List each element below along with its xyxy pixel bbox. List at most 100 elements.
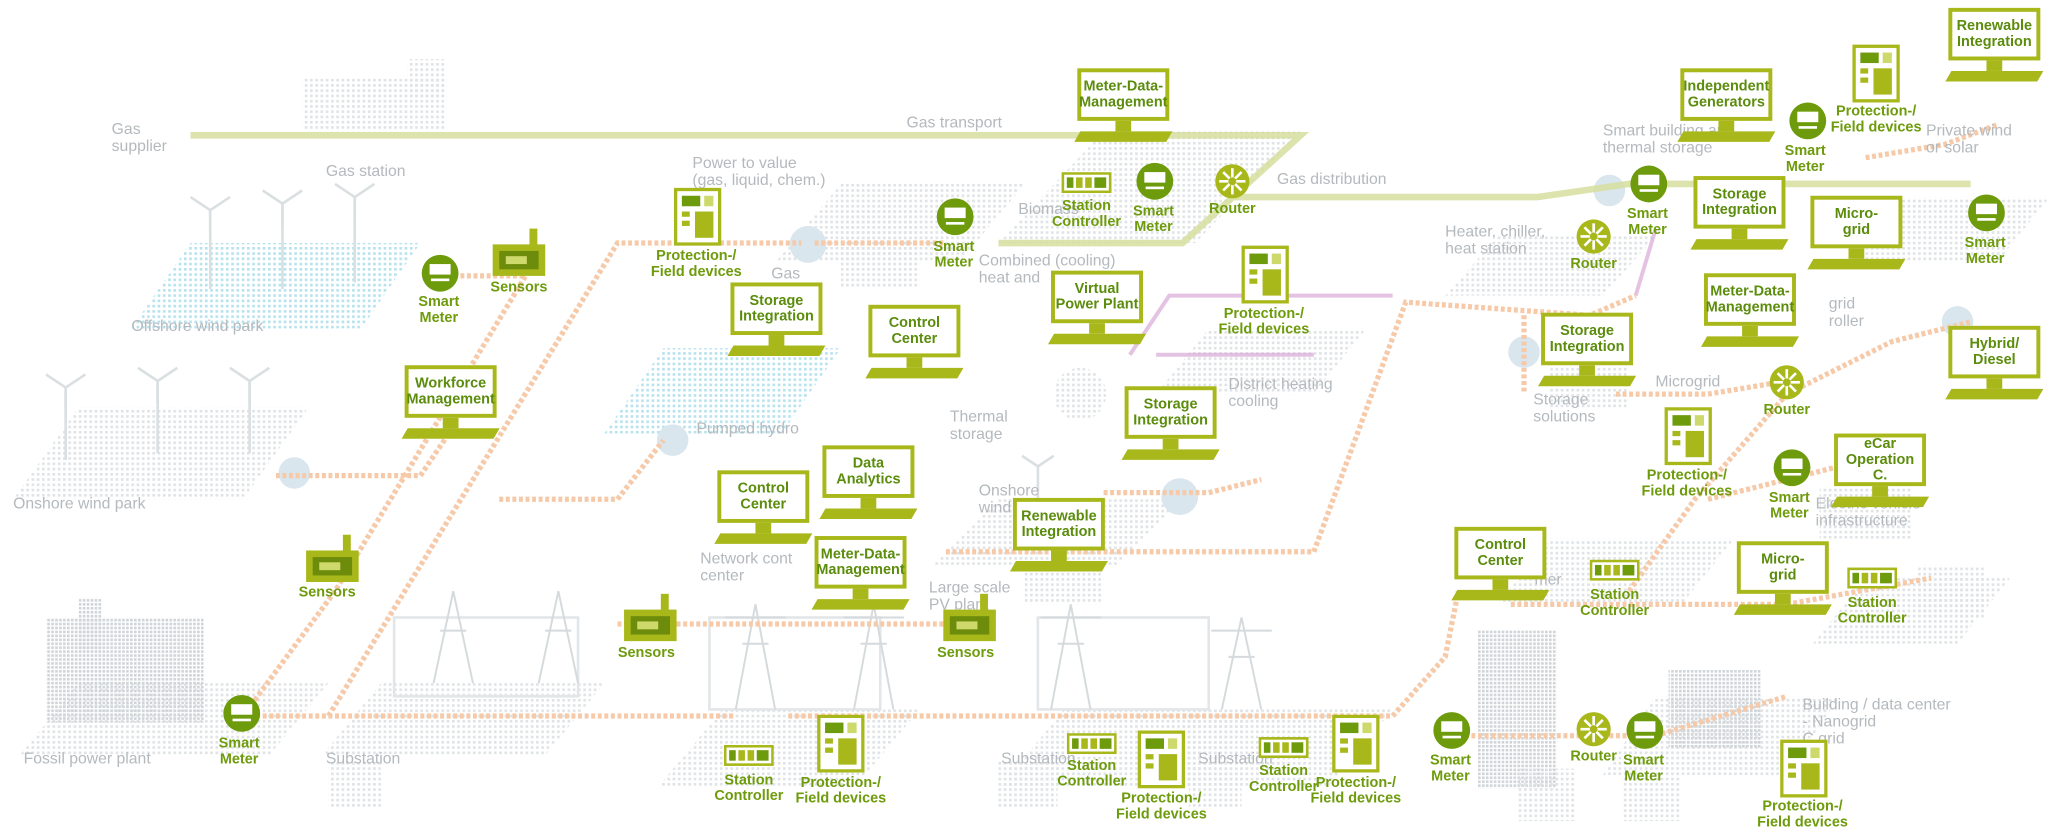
monitor-renewable-integration-1[interactable]: Renewable Integration	[1009, 497, 1108, 585]
large-scale-pv-label: Large scale PV plant	[928, 578, 1011, 614]
monitor-storage-integration-3[interactable]: Storage Integration	[1538, 312, 1637, 400]
station-controller-icon[interactable]	[1258, 737, 1309, 759]
protection-field-devices-label: Protection-/ Field devices	[1310, 775, 1402, 807]
protection-device-icon[interactable]	[817, 714, 865, 773]
station-controller-label: Station Controller	[1051, 198, 1122, 230]
sensor-icon[interactable]	[490, 223, 548, 278]
smart-meter-label: Smart Meter	[933, 239, 975, 271]
station-controller-icon[interactable]	[723, 744, 774, 766]
monitor-screen: Micro- grid	[1810, 195, 1903, 249]
sensor-icon[interactable]	[941, 589, 999, 644]
pumped-hydro-label: Pumped hydro	[696, 419, 799, 438]
sensors-label: Sensors	[617, 645, 675, 661]
station-controller-icon[interactable]	[1847, 567, 1898, 589]
sensor-icon[interactable]	[303, 529, 361, 584]
microgrid-label: Microgrid	[1655, 371, 1721, 391]
storage-solutions-label: Storage solutions	[1533, 390, 1596, 426]
building-blocks	[45, 59, 1984, 822]
monitor-renewable-integration-2[interactable]: Renewable Integration	[1945, 7, 2044, 95]
thermal-storage-label: Thermal storage	[949, 407, 1008, 443]
offshore-wind-park-label: Offshore wind park	[131, 316, 264, 336]
sensor-icon[interactable]	[621, 589, 679, 644]
monitor-workforce-management[interactable]: Workforce Management	[401, 365, 500, 452]
protection-device-icon[interactable]	[1137, 730, 1186, 789]
monitor-screen: Control Center	[1454, 526, 1547, 580]
gas-transport-label: Gas transport	[906, 112, 1003, 132]
monitor-storage-integration-1[interactable]: Storage Integration	[727, 282, 826, 369]
smart-meter-label: Smart Meter	[1623, 752, 1665, 785]
monitor-screen: Control Center	[717, 470, 810, 523]
monitor-control-center-3[interactable]: Control Center	[1451, 526, 1550, 614]
smart-meter-icon[interactable]	[1967, 193, 2006, 232]
router-icon[interactable]	[1214, 163, 1251, 200]
router-icon[interactable]	[1768, 364, 1805, 401]
smart-meter-icon[interactable]	[222, 694, 261, 733]
monitor-data-analytics[interactable]: Data Analytics	[819, 445, 918, 532]
smart-meter-icon[interactable]	[1772, 448, 1811, 487]
protection-device-icon[interactable]	[1664, 407, 1712, 466]
smart-meter-icon[interactable]	[1629, 164, 1668, 203]
substation-label-1: Substation	[325, 748, 401, 768]
station-controller-label: Station Controller	[1580, 587, 1650, 619]
power-lines	[240, 122, 1998, 739]
smart-meter-label: Smart Meter	[1429, 752, 1471, 785]
monitor-screen: Virtual Power Plant	[1051, 270, 1144, 324]
monitor-meter-data-management-2[interactable]: Meter-Data- Management	[811, 536, 910, 623]
protection-field-devices-label: Protection-/ Field devices	[1641, 467, 1733, 500]
monitor-screen: eCar Operation C.	[1834, 433, 1927, 487]
router-icon[interactable]	[1575, 218, 1612, 255]
smart-meter-label: Smart Meter	[1627, 206, 1668, 238]
protection-device-icon[interactable]	[1852, 44, 1900, 103]
smart-meter-icon[interactable]	[1625, 711, 1664, 750]
monitor-ecar-operation[interactable]: eCar Operation C.	[1831, 433, 1930, 521]
protection-device-icon[interactable]	[1780, 739, 1828, 798]
monitor-screen: Renewable Integration	[1012, 497, 1105, 551]
monitor-storage-integration-2[interactable]: Storage Integration	[1121, 386, 1220, 473]
monitor-meter-data-management-1[interactable]: Meter-Data- Management	[1074, 68, 1173, 155]
wind-turbines	[45, 182, 1055, 526]
monitor-control-center-2[interactable]: Control Center	[714, 470, 813, 557]
sensors-label: Sensors	[298, 584, 356, 601]
protection-field-devices-label: Protection-/ Field devices	[1757, 798, 1848, 830]
protection-device-icon[interactable]	[673, 187, 722, 246]
router-label: Router	[1570, 748, 1617, 765]
station-controller-label: Station Controller	[1837, 595, 1907, 627]
smart-meter-icon[interactable]	[1788, 101, 1827, 140]
monitor-meter-data-management-3[interactable]: Meter-Data- Management	[1700, 273, 1799, 360]
smart-meter-label: Smart Meter	[418, 294, 460, 326]
network-control-center-label: Network cont center	[700, 549, 793, 585]
monitor-screen: Meter-Data- Management	[1703, 273, 1796, 326]
monitor-independent-generators[interactable]: Independent Generators	[1677, 68, 1776, 155]
sensors-label: Sensors	[937, 645, 995, 661]
monitor-micro-grid-2[interactable]: Micro- grid	[1733, 541, 1832, 628]
station-controller-label: Station Controller	[1057, 758, 1127, 790]
protection-field-devices-label: Protection-/ Field devices	[1830, 103, 1922, 136]
smart-meter-label: Smart Meter	[1133, 203, 1175, 236]
smart-meter-icon[interactable]	[1135, 162, 1174, 201]
grid-controller-label: grid roller	[1828, 294, 1864, 330]
smart-meter-icon[interactable]	[935, 197, 974, 236]
monitor-control-center-1[interactable]: Control Center	[865, 304, 964, 392]
smart-meter-icon[interactable]	[420, 254, 459, 293]
smart-meter-label: Smart Meter	[1964, 235, 2006, 267]
smart-meter-icon[interactable]	[1432, 711, 1471, 750]
protection-device-icon[interactable]	[1241, 245, 1289, 304]
smart-building-label: Smart building and thermal storage	[1602, 120, 1734, 157]
router-icon[interactable]	[1575, 711, 1612, 748]
monitor-storage-integration-4[interactable]: Storage Integration	[1690, 176, 1789, 263]
power-to-value-label: Power to value (gas, liquid, chem.)	[692, 153, 826, 190]
protection-device-icon[interactable]	[1332, 714, 1380, 773]
monitor-screen: Storage Integration	[1124, 386, 1217, 439]
monitor-screen: Workforce Management	[404, 365, 497, 418]
station-controller-icon[interactable]	[1061, 172, 1112, 194]
station-controller-label: Station Controller	[1249, 763, 1319, 795]
monitor-screen: Storage Integration	[730, 282, 823, 336]
monitor-micro-grid-1[interactable]: Micro- grid	[1807, 195, 1906, 283]
monitor-virtual-power-plant[interactable]: Virtual Power Plant	[1048, 270, 1147, 358]
monitor-hybrid-diesel[interactable]: Hybrid/ Diesel	[1945, 325, 2044, 413]
station-controller-icon[interactable]	[1066, 733, 1117, 755]
station-controller-icon[interactable]	[1589, 559, 1640, 581]
protection-field-devices-label: Protection-/ Field devices	[1116, 790, 1207, 823]
gas-label: Gas	[771, 264, 801, 283]
